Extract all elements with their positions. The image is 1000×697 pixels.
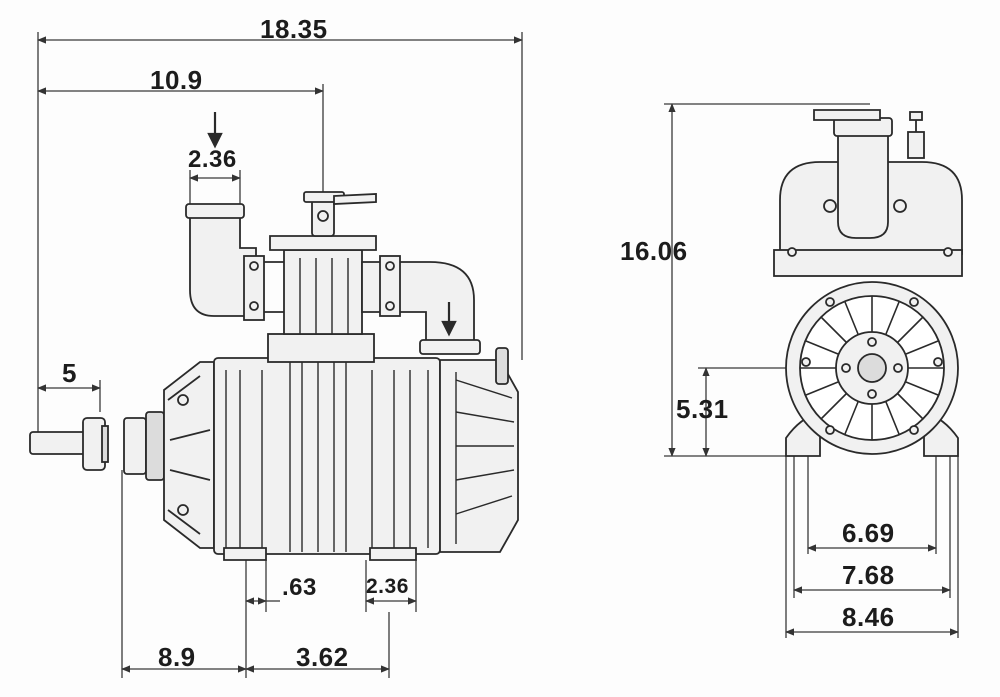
side-view-pump bbox=[29, 112, 519, 561]
label-foot-inner-width: 6.69 bbox=[842, 518, 895, 548]
drive-shaft bbox=[29, 417, 109, 471]
end-view-pump bbox=[773, 109, 963, 457]
label-shaft-length: 5 bbox=[62, 358, 77, 388]
end-view-dimension-lines bbox=[664, 103, 959, 638]
flow-arrows bbox=[207, 112, 457, 337]
coupling bbox=[123, 411, 165, 481]
label-foot-width: 2.36 bbox=[366, 575, 409, 598]
end-view-elbow bbox=[813, 109, 893, 239]
right-end-cap bbox=[439, 347, 519, 553]
pump-body bbox=[213, 357, 441, 555]
label-shaft-to-foot: 8.9 bbox=[158, 642, 196, 672]
label-foot-gap: .63 bbox=[282, 574, 317, 601]
top-valve bbox=[303, 191, 377, 237]
outlet-elbow bbox=[361, 255, 481, 355]
label-shaft-height: 5.31 bbox=[676, 394, 729, 424]
label-port-width-top: 2.36 bbox=[188, 146, 237, 173]
mounting-feet bbox=[223, 547, 417, 561]
end-view-round-cap bbox=[785, 281, 959, 455]
label-base-width: 8.46 bbox=[842, 602, 895, 632]
label-foot-hole-spacing: 7.68 bbox=[842, 560, 895, 590]
inlet-elbow bbox=[185, 203, 284, 321]
left-end-cover bbox=[163, 361, 215, 549]
side-view-dimension-lines bbox=[37, 32, 523, 678]
label-overall-length: 18.35 bbox=[260, 14, 328, 44]
label-overall-height: 16.06 bbox=[620, 236, 688, 266]
label-foot-spacing: 3.62 bbox=[296, 642, 349, 672]
end-view-valve bbox=[907, 111, 925, 159]
label-inlet-offset: 10.9 bbox=[150, 65, 203, 95]
manifold-tower bbox=[267, 235, 377, 363]
